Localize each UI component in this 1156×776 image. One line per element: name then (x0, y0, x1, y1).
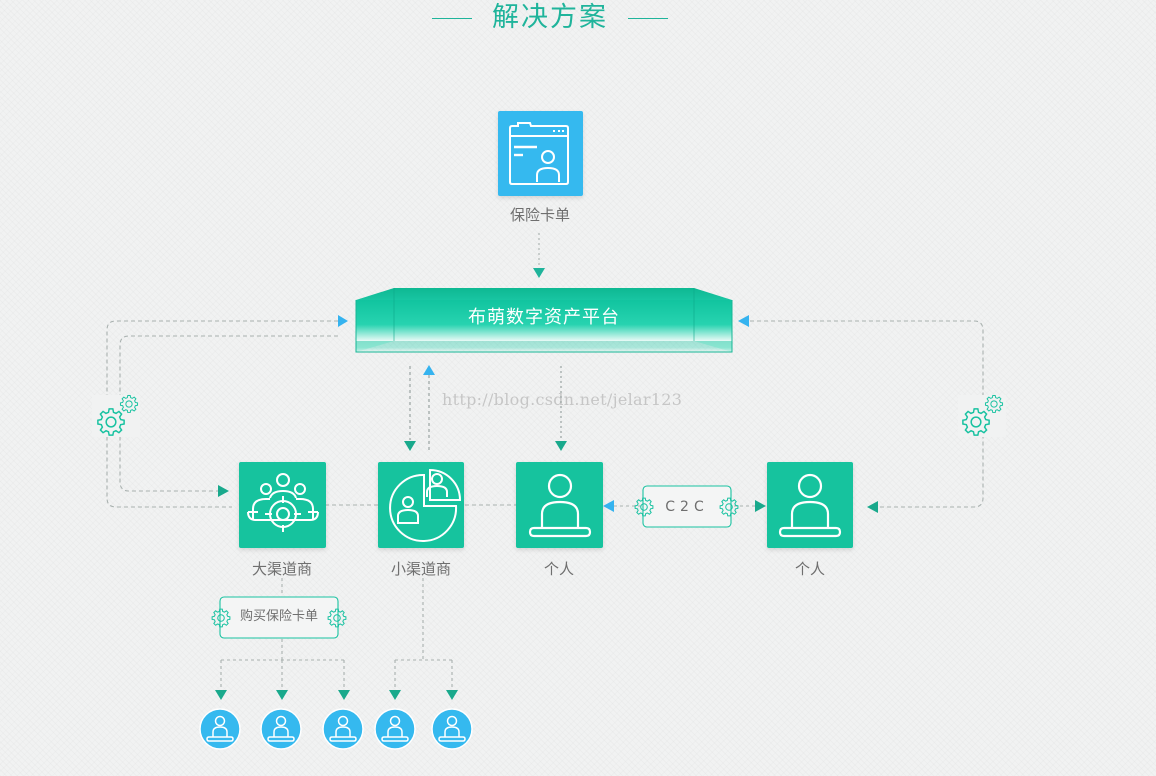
platform-to-small-arrow (404, 441, 416, 451)
left-loop-arrow-in (338, 315, 348, 327)
card-node (498, 111, 583, 196)
small-to-platform-arrow (423, 365, 435, 375)
card-user-icon (509, 122, 569, 185)
c2c-arrow-right (755, 500, 766, 512)
end-user-2-icon (267, 715, 295, 742)
c2c-box (642, 485, 732, 528)
title-right-line (628, 18, 668, 19)
group-target-icon (247, 473, 319, 532)
end-user-1-icon (206, 715, 234, 742)
buy-label: 购买保险卡单 (239, 609, 318, 624)
big-channel-node (239, 462, 326, 548)
person2-node (767, 462, 853, 548)
person1-user-icon (528, 473, 592, 538)
platform-label: 布萌数字资产平台 (468, 307, 620, 328)
watermark: http://blog.csdn.net/jelar123 (442, 390, 683, 409)
pie-users-icon (389, 468, 462, 542)
person1-box (516, 462, 603, 548)
end-user-2 (260, 708, 302, 750)
small-channel-label: 小渠道商 (390, 560, 451, 578)
left-loop-outer (106, 320, 338, 508)
platform-node (355, 288, 733, 353)
buy-user3-arrow (338, 690, 350, 700)
buy-user1-arrow (215, 690, 227, 700)
end-user-4 (374, 708, 416, 750)
end-user-3 (322, 708, 364, 750)
person2-box (767, 462, 853, 548)
card-to-platform-arrow (533, 268, 545, 278)
person2-label: 个人 (794, 560, 825, 578)
page-title: 解决方案 (492, 2, 608, 33)
buy-box (219, 596, 339, 639)
person2-user-icon (778, 473, 842, 538)
end-user-3-icon (329, 715, 357, 742)
end-user-4-icon (381, 715, 409, 742)
small-user1-arrow (389, 690, 401, 700)
c2c-arrow-left (603, 500, 614, 512)
left-loop-arrow-out (218, 485, 229, 497)
end-user-1 (199, 708, 241, 750)
card-node-label: 保险卡单 (509, 206, 570, 224)
c2c-label: C2C (665, 499, 709, 515)
end-user-5-icon (438, 715, 466, 742)
title-left-line (432, 18, 472, 19)
right-loop-arrow-person (867, 501, 878, 513)
card-node-box (498, 111, 583, 196)
right-loop-arrow-platform (738, 315, 749, 327)
left-loop-inner (119, 335, 338, 492)
platform-to-person1-arrow (555, 441, 567, 451)
small-user2-arrow (446, 690, 458, 700)
person1-node (516, 462, 603, 548)
end-user-5 (431, 708, 473, 750)
small-channel-node (378, 462, 464, 548)
big-channel-box (239, 462, 326, 548)
person1-label: 个人 (543, 560, 574, 578)
buy-user2-arrow (276, 690, 288, 700)
big-channel-label: 大渠道商 (251, 560, 312, 578)
